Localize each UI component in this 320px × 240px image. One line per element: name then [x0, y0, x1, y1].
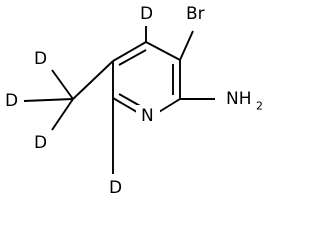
atom-label-n-ring: N — [141, 106, 154, 126]
bond-c4-c5 — [112, 41, 147, 62]
bond-c6-n-inner — [118, 93, 143, 108]
atom-label-d-methyl-left: D — [5, 91, 18, 111]
bond-ch3-d-top — [51, 69, 74, 100]
bond-c3-br — [179, 30, 194, 61]
bond-c5-ch3 — [72, 60, 114, 100]
bond-c3-c4 — [145, 41, 181, 61]
bonds — [23, 23, 218, 174]
atom-label-d-c6: D — [109, 178, 122, 198]
atom-label-nh2: NH — [226, 89, 252, 109]
atom-labels: Br N NH 2 D D D D D — [5, 4, 263, 198]
molecule-svg: Br N NH 2 D D D D D — [3, 2, 273, 199]
atom-label-br: Br — [186, 4, 205, 24]
bond-ch3-d-left — [23, 98, 74, 102]
structure-diagram: Br N NH 2 D D D D D — [3, 2, 273, 199]
bond-c4-c5-inner — [118, 49, 147, 66]
atom-label-nh2-subscript: 2 — [256, 100, 263, 113]
atom-label-d-methyl-bottom: D — [34, 133, 47, 153]
bond-ch3-d-bottom — [51, 98, 74, 131]
atom-label-d-c4: D — [140, 4, 153, 24]
atom-label-d-methyl-top: D — [34, 49, 47, 69]
label-backgrounds — [3, 2, 273, 199]
